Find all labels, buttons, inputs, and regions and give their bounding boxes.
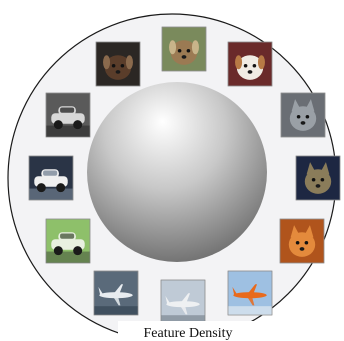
thumbnail-group	[28, 26, 341, 325]
thumb-cat-ginger	[279, 218, 325, 264]
thumb-car-white	[28, 155, 74, 201]
thumb-plane-white	[160, 279, 206, 325]
thumb-dog-black-tan	[95, 41, 141, 87]
feature-density-caption: Feature Density	[143, 326, 232, 341]
thumb-car-green	[45, 218, 91, 264]
thumb-dog-jack-russell	[227, 41, 273, 87]
thumb-cat-tabby-dark	[295, 155, 341, 201]
caption-background	[118, 321, 254, 341]
thumb-cat-grey-tabby	[280, 92, 326, 138]
thumb-plane-small	[93, 270, 139, 316]
thumb-car-cobra	[45, 92, 91, 138]
thumb-plane-orange	[227, 270, 273, 316]
thumb-dog-terrier	[161, 26, 207, 72]
density-sphere	[87, 82, 267, 262]
